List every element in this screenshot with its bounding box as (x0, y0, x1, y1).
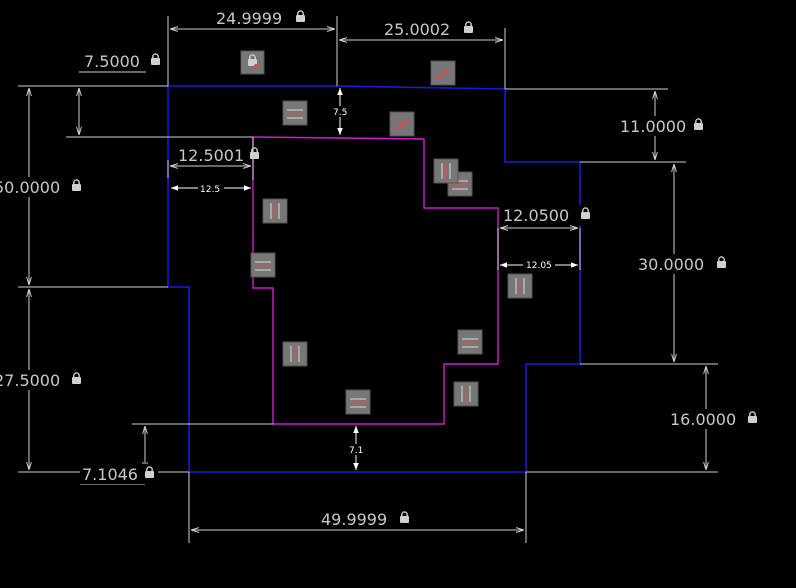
dim-inner-left-offset-short: 12.5 (200, 185, 220, 195)
dim-inner-right-offset[interactable]: 12.0500 (500, 205, 594, 225)
dimension-lines (29, 29, 706, 530)
dim-right-mid-height-value: 30.0000 (638, 255, 704, 274)
dim-left-lower-height-value: 27.5000 (0, 371, 60, 390)
dim-right-mid-height[interactable]: 30.0000 (634, 254, 730, 274)
dim-right-lower-height-value: 16.0000 (670, 410, 736, 429)
fix-constraint-icon[interactable] (240, 50, 265, 75)
lock-icon (249, 147, 260, 160)
dim-left-lower-height[interactable]: 27.5000 (0, 370, 86, 390)
vertical-constraint-icon[interactable] (262, 198, 288, 224)
horizontal-constraint-icon[interactable] (345, 389, 371, 415)
vertical-constraint-icon[interactable] (433, 158, 459, 184)
dim-left-step-depth[interactable]: 7.5000 (80, 51, 166, 71)
inner-profile[interactable] (252, 136, 499, 425)
dim-bottom-step-height-value: 7.1046 (82, 465, 138, 484)
dim-right-step-depth[interactable]: 11.0000 (616, 116, 708, 136)
dim-inner-bottom-offset-short: 7.1 (349, 446, 363, 456)
dim-inner-left-offset[interactable]: 12.5001 (178, 146, 260, 165)
horizontal-constraint-icon[interactable] (282, 100, 308, 126)
dim-right-lower-height[interactable]: 16.0000 (666, 409, 762, 429)
dim-inner-top-offset-short: 7.5 (333, 108, 347, 118)
dim-left-step-depth-value: 7.5000 (84, 52, 140, 71)
vertical-constraint-icon[interactable] (453, 381, 479, 407)
horizontal-constraint-icon[interactable] (250, 252, 276, 278)
parallel-constraint-icon[interactable] (430, 60, 456, 86)
horizontal-constraint-icon[interactable] (447, 171, 473, 197)
constraint-glyphs[interactable] (240, 50, 533, 415)
extension-lines (18, 16, 718, 543)
dim-inner-right-offset-short: 12.05 (526, 261, 552, 271)
vertical-constraint-icon[interactable] (507, 273, 533, 299)
dim-bottom-width-value: 49.9999 (321, 510, 387, 529)
driving-dim-labels[interactable]: 12.5 7.5 12.05 7.1 (198, 106, 555, 456)
dim-left-total-height[interactable]: 50.0000 (0, 177, 86, 197)
dim-top-right-width-value: 25.0002 (384, 20, 450, 39)
dim-inner-left-offset-value: 12.5001 (178, 146, 244, 165)
dim-left-total-height-value: 50.0000 (0, 178, 60, 197)
dim-bottom-step-height[interactable]: 7.1046 (80, 464, 158, 484)
parallel-constraint-icon[interactable] (389, 111, 415, 137)
dim-bottom-width[interactable]: 49.9999 (316, 509, 414, 529)
dim-top-right-width[interactable]: 25.0002 (380, 19, 478, 39)
horizontal-constraint-icon[interactable] (457, 329, 483, 355)
inner-profile-line[interactable] (252, 136, 499, 425)
outer-profile-line[interactable] (167, 85, 581, 473)
dim-top-left-width-value: 24.9999 (216, 9, 282, 28)
outer-profile[interactable] (167, 85, 581, 473)
dim-inner-right-offset-value: 12.0500 (503, 206, 569, 225)
vertical-constraint-icon[interactable] (282, 341, 308, 367)
dim-top-left-width[interactable]: 24.9999 (212, 8, 310, 28)
dim-right-step-depth-value: 11.0000 (620, 117, 686, 136)
